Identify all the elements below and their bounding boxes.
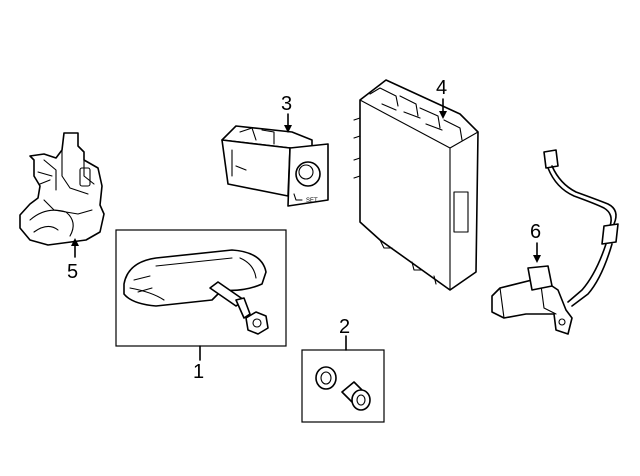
callout-3-label: 3 xyxy=(281,93,292,115)
part-4-control-module xyxy=(353,79,479,291)
tpms-sensor xyxy=(123,249,269,335)
callout-5-label: 5 xyxy=(67,261,78,283)
callout-4-label: 4 xyxy=(436,77,447,99)
valve-cap xyxy=(341,381,371,411)
callout-5: 5 xyxy=(67,238,79,283)
callout-6: 6 xyxy=(530,221,541,263)
part-2-box: 2 xyxy=(301,316,385,423)
part-5-bracket-sensor xyxy=(19,132,105,246)
callout-1-label: 1 xyxy=(193,361,204,383)
callout-6-label: 6 xyxy=(530,221,541,243)
callout-3: 3 xyxy=(281,93,292,133)
grommet xyxy=(315,366,337,390)
part-1-box: 1 xyxy=(115,229,287,383)
part-6-wheel-sensor xyxy=(491,149,619,335)
part-3-set-switch: SET xyxy=(221,125,329,207)
set-label: SET xyxy=(306,198,318,204)
callout-2-label: 2 xyxy=(339,316,350,338)
callout-4: 4 xyxy=(436,77,447,119)
